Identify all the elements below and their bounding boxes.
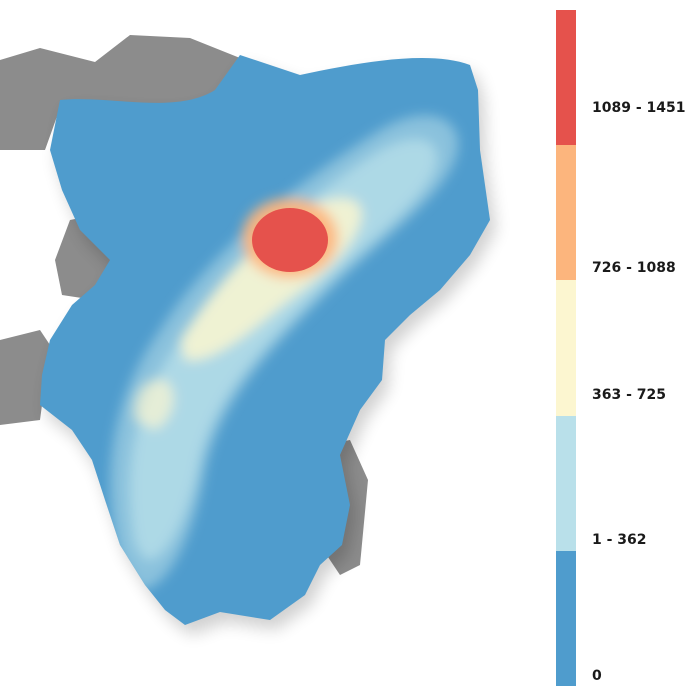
legend-swatch-1: [556, 10, 576, 146]
density-map: [0, 35, 496, 635]
legend-label-class-3: 363 - 725: [592, 387, 667, 403]
legend-label-class-2: 726 - 1088: [592, 260, 676, 276]
peak-hotspot: [252, 208, 328, 272]
legend-label-class-1: 1089 - 1451: [592, 100, 686, 116]
legend-color-bar: [556, 10, 576, 686]
legend-swatch-4: [556, 415, 576, 551]
legend-label-class-4: 1 - 362: [592, 532, 647, 548]
legend-swatch-3: [556, 280, 576, 416]
legend-label-class-5: 0: [592, 668, 602, 684]
legend-swatch-5: [556, 550, 576, 686]
density-contours: [110, 115, 459, 591]
legend-swatch-2: [556, 145, 576, 281]
